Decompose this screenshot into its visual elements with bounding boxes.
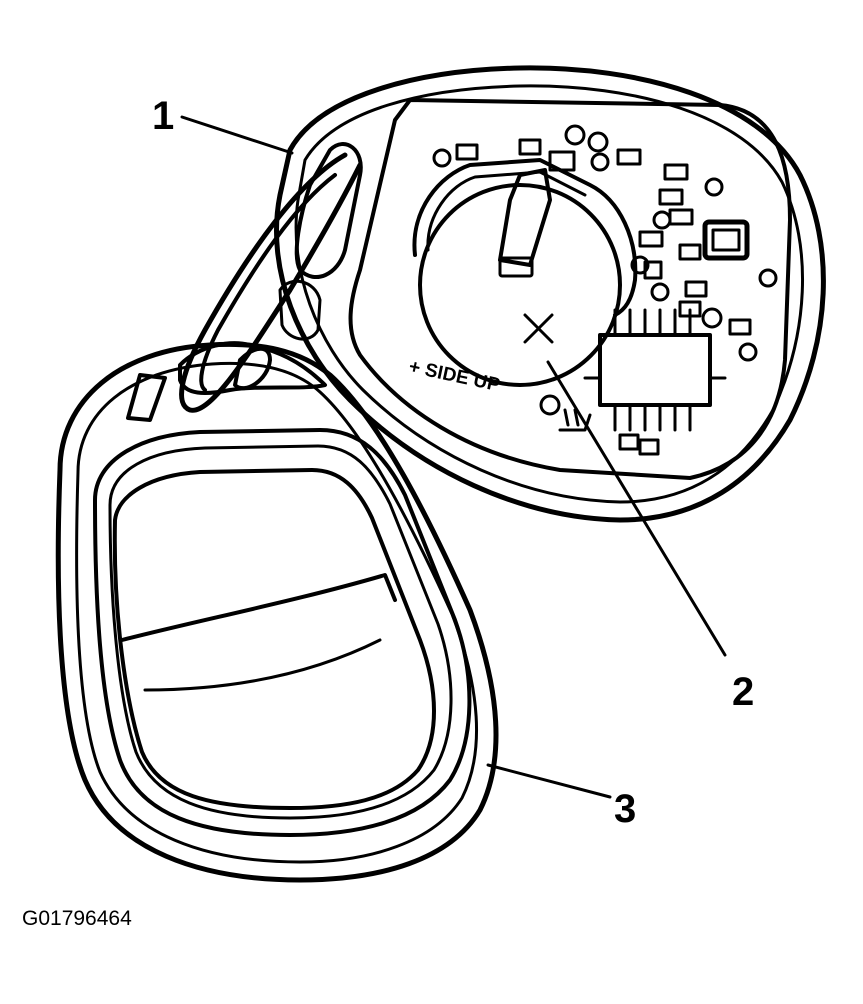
transmitter-housing-top bbox=[274, 65, 826, 523]
callout-2-leader bbox=[546, 360, 727, 657]
callout-3-label: 3 bbox=[614, 787, 636, 831]
callout-1-leader bbox=[180, 115, 294, 155]
callout-leaders bbox=[180, 115, 727, 799]
coin-cell-battery bbox=[418, 183, 622, 387]
figure-id: G01796464 bbox=[22, 907, 132, 930]
callout-3-leader bbox=[486, 763, 612, 799]
callout-2-label: 2 bbox=[732, 670, 754, 714]
callout-1-label: 1 bbox=[152, 94, 174, 138]
key-ring-loop bbox=[179, 152, 363, 413]
circuit-board-components bbox=[432, 124, 778, 456]
battery-compartment bbox=[412, 158, 638, 387]
transmitter-housing-bottom bbox=[55, 341, 499, 883]
